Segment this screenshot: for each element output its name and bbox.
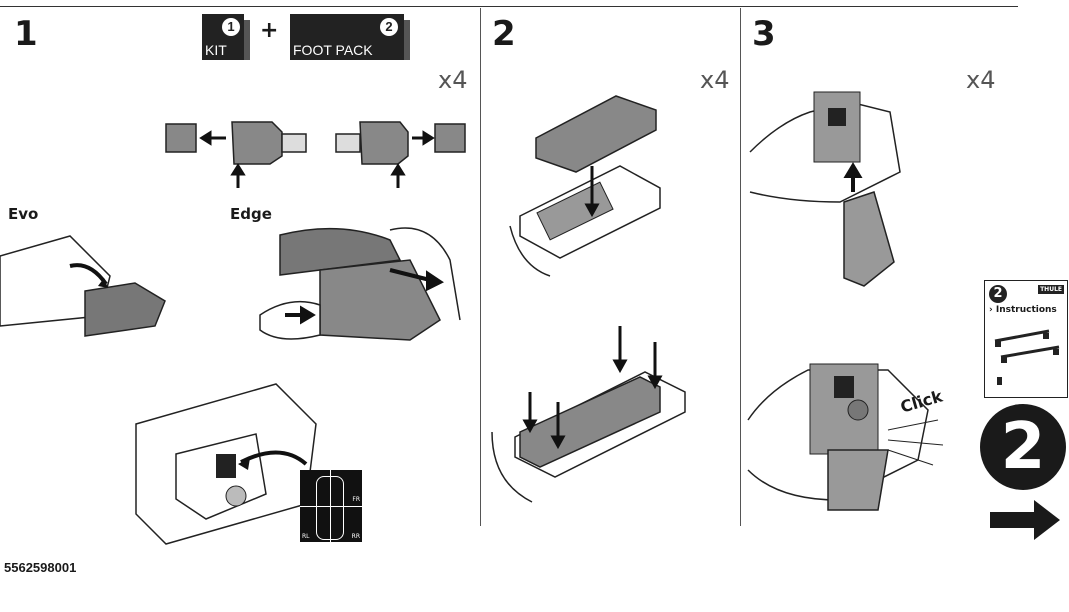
kit-label: KIT [205,42,227,58]
quadrant-divider [330,470,331,542]
multiplier: x4 [966,66,996,94]
footpack-box: 2 FOOT PACK [290,14,404,60]
evo-label: Evo [8,205,39,223]
footpack-box-shade [404,20,410,60]
top-rule [0,6,1018,7]
footpack-number-badge: 2 [380,18,398,36]
next-arrow-icon [990,500,1060,540]
part-number: 5562598001 [4,560,77,575]
brand-logo: THULE [1038,285,1064,294]
foot-disassembly-illustration [165,121,466,188]
label-rr: RR [351,533,360,540]
multiplier: x4 [438,66,468,94]
step-number: 2 [492,14,516,54]
evo-foot-cover-illustration [0,235,166,337]
step-number: 3 [752,14,776,54]
car-position-diagram: FR RL RR [300,470,362,542]
step-number: 1 [14,14,38,54]
booklet-number-badge: 2 [989,285,1007,303]
edge-foot-cover-illustration [259,227,461,341]
booklet-title-text: Instructions [995,305,1057,315]
next-step-number: 2 [1000,410,1046,484]
edge-label: Edge [230,205,272,223]
kit-box: 1 KIT [202,14,244,60]
foot-position-illustration [135,383,317,545]
instructions-booklet: 2 THULE › Instructions [984,280,1068,398]
small-part-icon [997,377,1002,385]
kit-number-badge: 1 [222,18,240,36]
clamp-click-illustration [747,363,944,511]
footpack-label: FOOT PACK [293,42,373,58]
clamp-insert-illustration [749,91,901,287]
booklet-title: › Instructions [989,305,1057,315]
pad-install-illustration [509,95,661,277]
quadrant-divider [300,506,362,507]
pad-press-illustration [491,326,686,503]
multiplier: x4 [700,66,730,94]
column-divider [480,8,481,526]
label-rl: RL [302,533,310,540]
plus-sign: + [260,18,279,43]
kit-box-shade [244,20,250,60]
label-fr: FR [352,496,360,503]
column-divider [740,8,741,526]
roof-bar-icon [994,329,1060,363]
next-step-badge: 2 [980,404,1066,490]
